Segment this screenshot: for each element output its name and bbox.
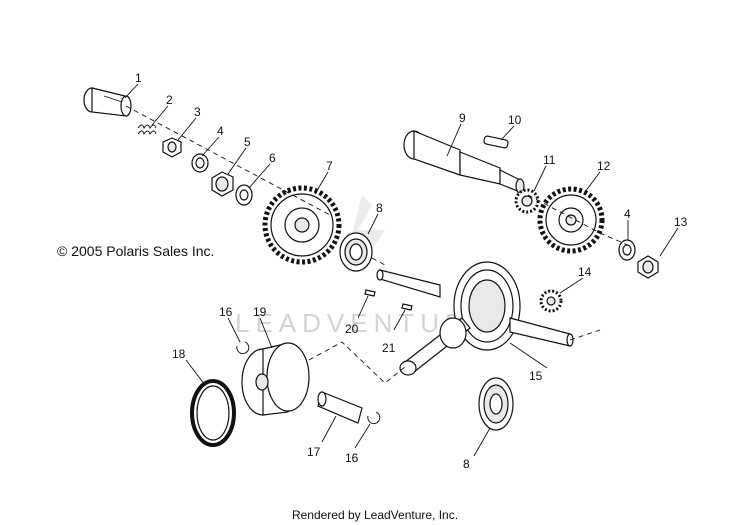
part-4-washer-right	[618, 239, 636, 261]
part-16-clip-upper	[236, 341, 250, 354]
callout-20: 20	[345, 322, 359, 336]
callout-13: 13	[674, 215, 688, 229]
callout-21: 21	[382, 341, 396, 355]
part-20-key	[364, 289, 376, 297]
callout-labels: 1 2 3 4 5 6 7 8 9 10 11 12 4 13 14 15 16…	[135, 71, 688, 471]
part-19-piston	[241, 342, 310, 416]
part-21-key	[401, 303, 413, 311]
part-9-shaft	[403, 130, 525, 194]
part-10-key	[483, 135, 509, 149]
part-6-washer	[235, 184, 253, 206]
callout-2: 2	[166, 93, 173, 107]
part-8-bearing-upper	[339, 232, 373, 272]
callout-5: 5	[244, 135, 251, 149]
part-8-bearing-lower	[478, 377, 514, 431]
callout-4: 4	[217, 124, 224, 138]
callout-9: 9	[459, 111, 466, 125]
copyright-text: © 2005 Polaris Sales Inc.	[57, 243, 215, 259]
callout-4-right: 4	[624, 207, 631, 221]
part-3-nut	[162, 137, 182, 158]
footer-credit: Rendered by LeadVenture, Inc.	[291, 508, 459, 522]
assembly-lines	[125, 105, 631, 384]
part-4-washer	[191, 153, 209, 173]
callout-19: 19	[253, 305, 267, 319]
callout-8: 8	[376, 201, 383, 215]
part-16-clip-lower	[367, 411, 381, 424]
part-12-gear	[537, 186, 605, 254]
callout-11: 11	[543, 153, 556, 167]
callout-6: 6	[269, 151, 276, 165]
callout-14: 14	[578, 265, 592, 279]
callout-1: 1	[135, 71, 142, 85]
part-13-nut	[637, 255, 659, 279]
part-1-shaft	[83, 87, 132, 117]
callout-17: 17	[307, 445, 321, 459]
part-17-piston-pin	[317, 391, 363, 424]
part-2-spring	[137, 124, 157, 136]
part-11-small-gear	[514, 188, 540, 214]
callout-16-upper: 16	[219, 305, 233, 319]
part-15-crankshaft	[376, 261, 574, 376]
callout-7: 7	[326, 159, 333, 173]
callout-18: 18	[172, 347, 186, 361]
part-18-ring-set	[190, 379, 236, 447]
part-5-nut	[211, 171, 234, 197]
callout-15: 15	[529, 369, 543, 383]
callout-16-lower: 16	[345, 451, 359, 465]
leader-lines	[124, 83, 679, 457]
callout-10: 10	[508, 113, 522, 127]
callout-8-lower: 8	[463, 457, 470, 471]
part-14-sprocket	[539, 289, 563, 313]
callout-3: 3	[194, 105, 201, 119]
part-7-gear	[262, 185, 342, 265]
callout-12: 12	[597, 159, 611, 173]
